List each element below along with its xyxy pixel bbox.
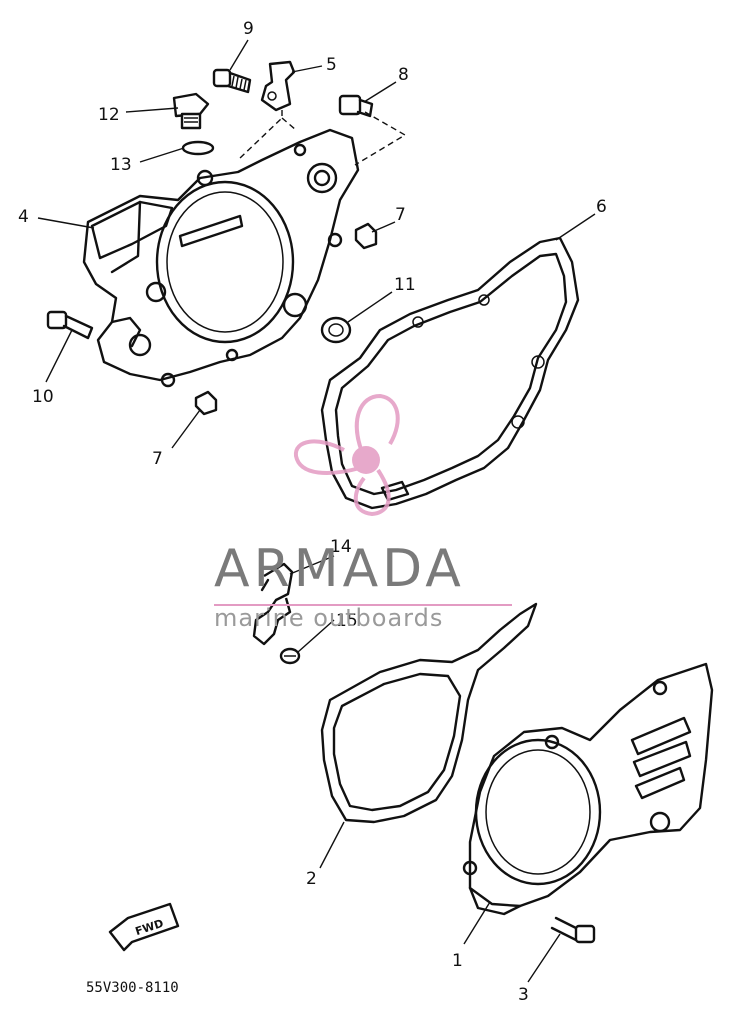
callout-3: 3 <box>518 985 529 1005</box>
leader-lines <box>37 39 596 983</box>
crankcase-cover-left <box>462 662 714 916</box>
callout-13: 13 <box>110 155 132 175</box>
forward-arrow-icon: FWD <box>108 902 180 952</box>
callout-numbers: 9 5 8 12 13 4 7 6 11 10 7 14 15 2 1 3 <box>18 19 607 1005</box>
callout-15: 15 <box>336 611 358 631</box>
bolt-9 <box>212 68 252 94</box>
callout-12: 12 <box>98 105 120 125</box>
callout-1: 1 <box>452 951 463 971</box>
callout-6: 6 <box>596 197 607 217</box>
gasket-6 <box>320 236 580 510</box>
gasket-2 <box>320 602 538 824</box>
dowel-7-lower <box>194 390 218 416</box>
crankcase-cover-right <box>82 128 360 388</box>
bolt-10 <box>46 310 94 340</box>
callout-10: 10 <box>32 387 54 407</box>
bolt-3 <box>550 916 596 944</box>
brand-tagline: marine outboards <box>214 604 443 632</box>
seal-11 <box>320 316 352 344</box>
plug-12 <box>172 92 210 130</box>
callout-14: 14 <box>330 537 352 557</box>
callout-8: 8 <box>398 65 409 85</box>
o-ring-13 <box>181 140 215 156</box>
callout-7-upper: 7 <box>395 205 406 225</box>
propeller-logo-icon <box>293 393 400 517</box>
bolt-8 <box>338 94 374 118</box>
watermark: ARMADA marine outboards <box>214 393 512 632</box>
screw-15 <box>279 647 301 665</box>
callout-4: 4 <box>18 207 29 227</box>
callout-5: 5 <box>326 55 337 75</box>
brand-name: ARMADA <box>214 539 465 599</box>
drawing-code: 55V300-8110 <box>86 980 179 996</box>
dowel-7-upper <box>354 222 378 250</box>
callout-7-lower: 7 <box>152 449 163 469</box>
bracket-14 <box>252 562 294 646</box>
bracket-5 <box>260 60 296 112</box>
callout-2: 2 <box>306 869 317 889</box>
callout-9: 9 <box>243 19 254 39</box>
callout-11: 11 <box>394 275 416 295</box>
